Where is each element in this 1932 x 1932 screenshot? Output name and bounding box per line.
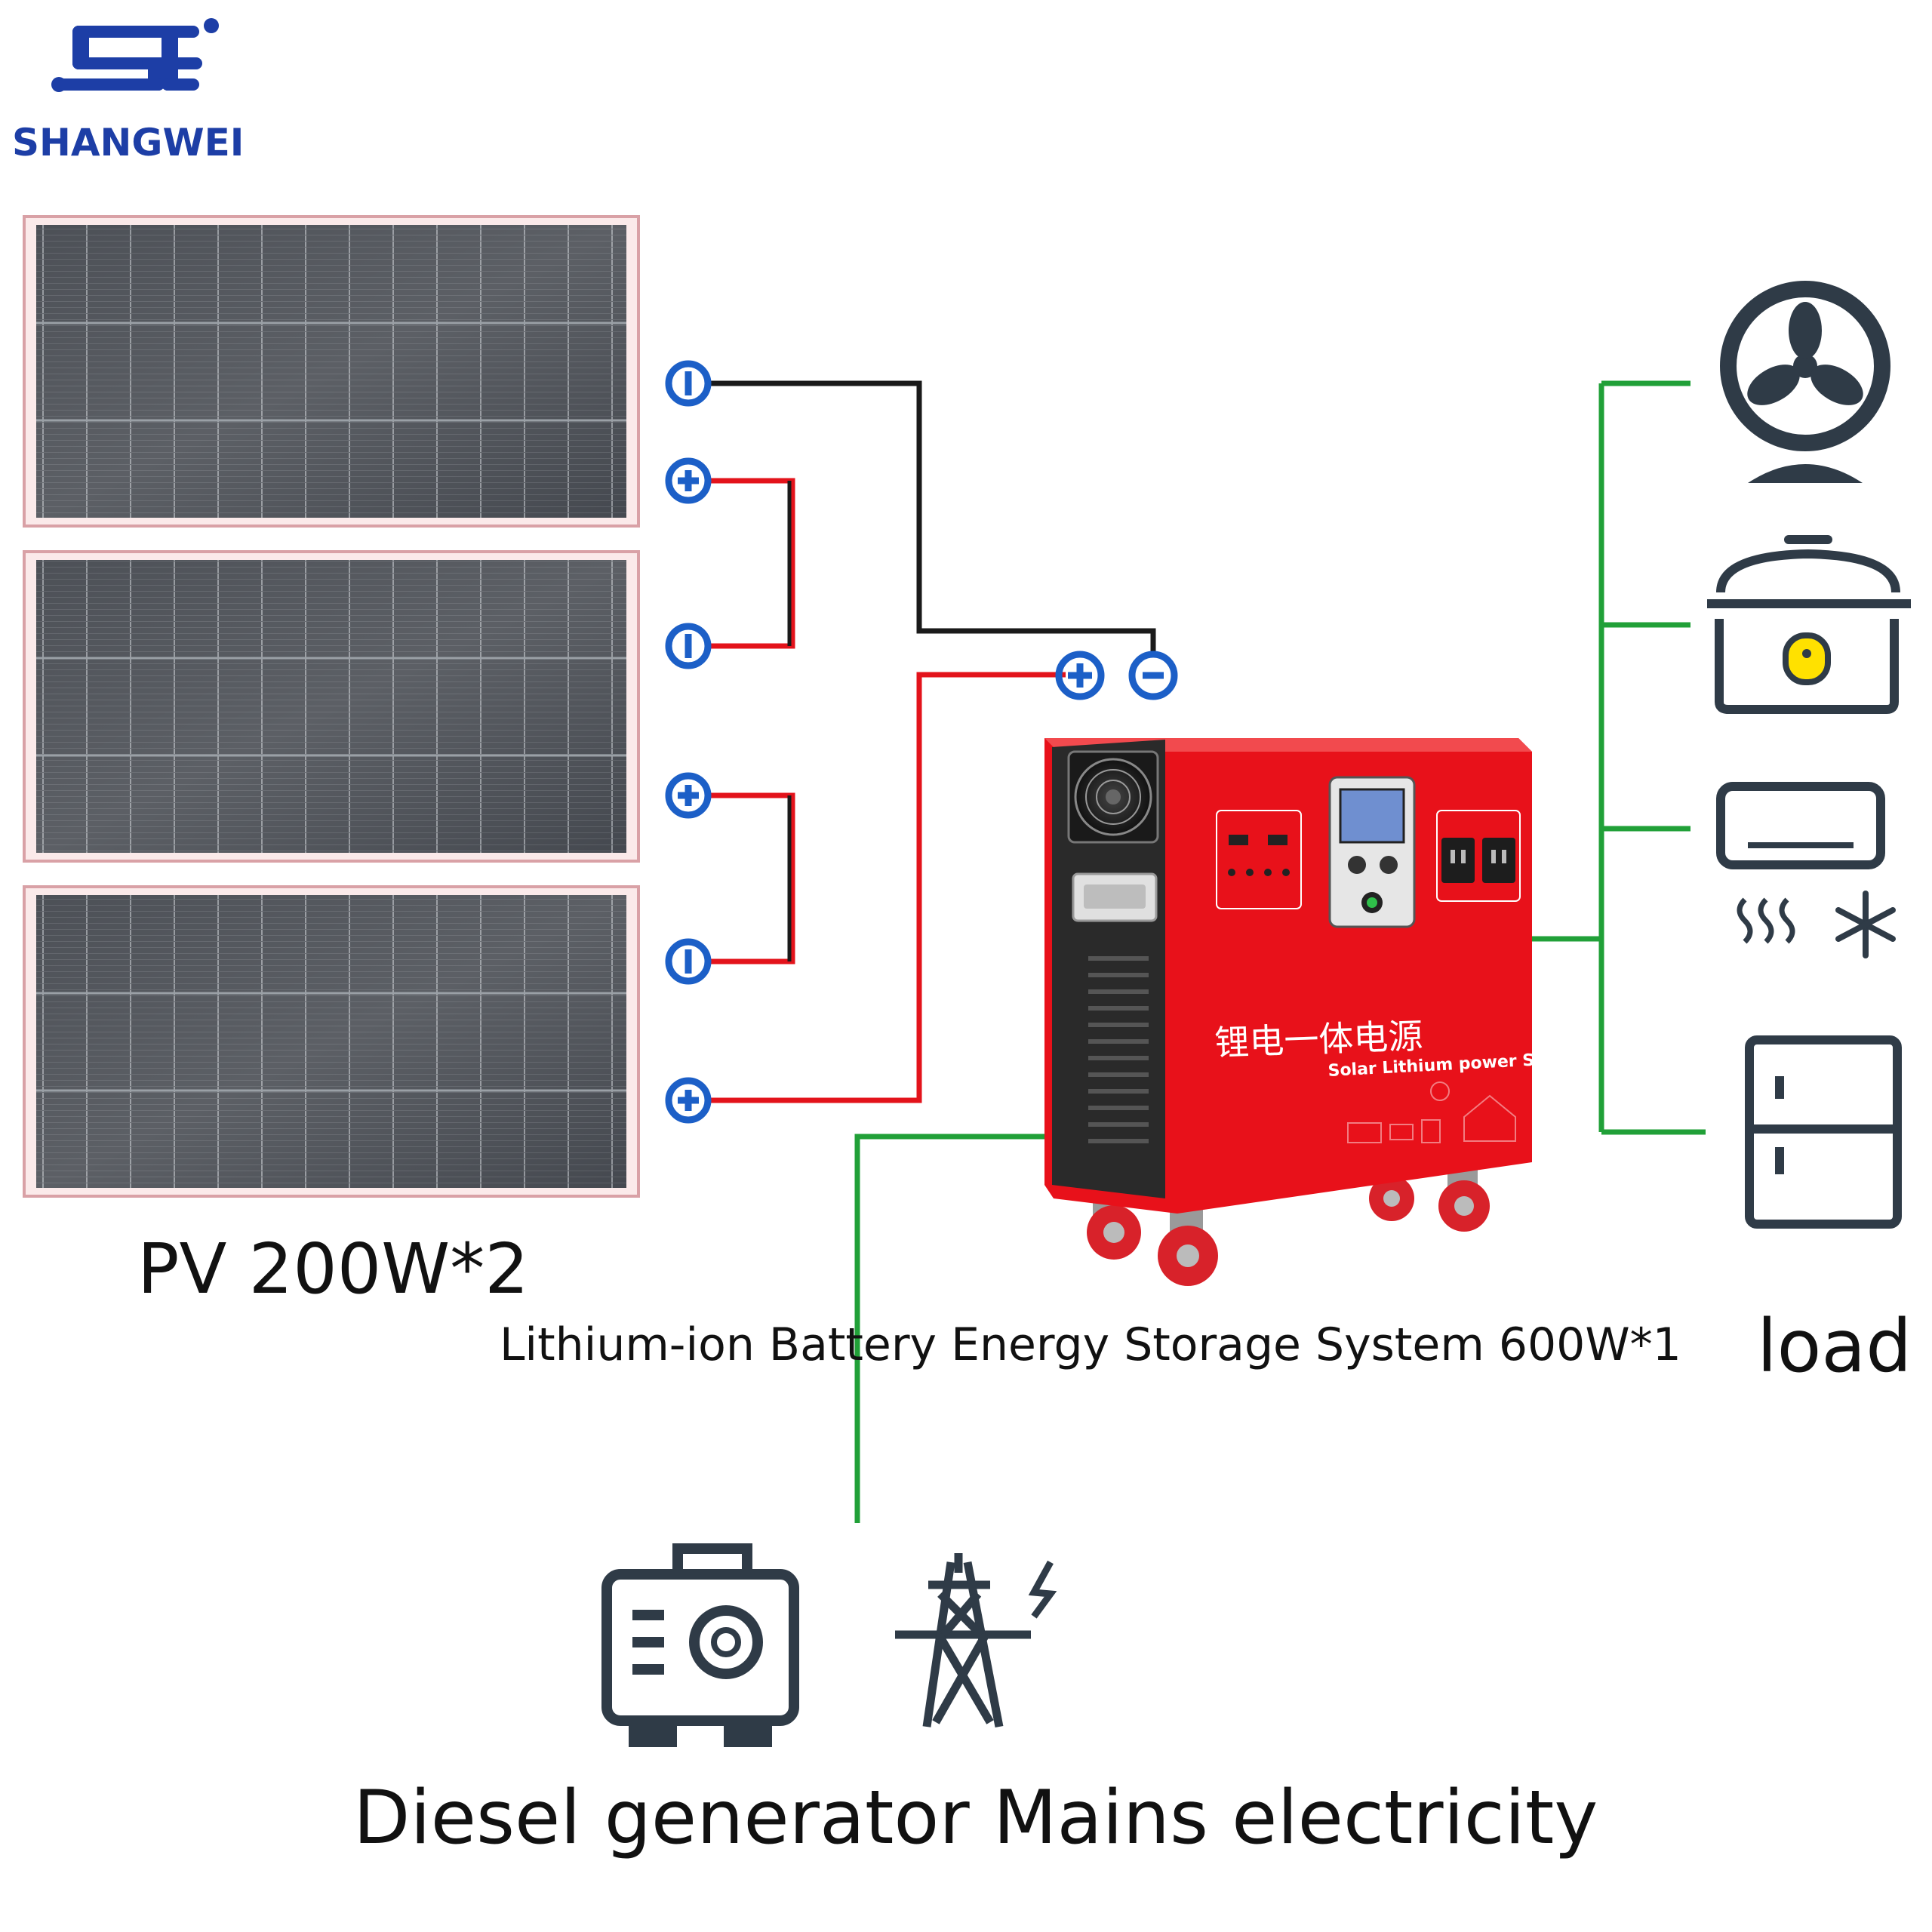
cooling-fan-icon [1067,750,1159,844]
unit-side-panel [1052,740,1165,1198]
negative-terminal-icon [665,938,712,985]
unit-decoration [1347,1081,1516,1143]
negative-terminal-icon [665,360,712,407]
diesel-generator-icon [601,1543,799,1747]
solar-panel [23,215,640,528]
solar-panel-array [23,215,640,1198]
power-tower-icon [895,1553,1057,1728]
refrigerator-icon [1745,1035,1902,1229]
solar-panel [23,885,640,1198]
solar-panel [23,550,640,863]
rice-cooker-icon [1707,535,1911,714]
unit-negative-terminal-icon [1128,651,1178,700]
storage-unit: 锂电一体电源 Solar Lithium power System [1044,738,1592,1286]
grid-input-wire [854,1134,1052,1523]
storage-system-label: Lithium-ion Battery Energy Storage Syste… [500,1318,1681,1371]
brand-name: SHANGWEI [12,121,244,165]
caster-wheel-icon [1369,1162,1414,1221]
dc-wiring [709,380,1156,1103]
mains-electricity-label: Mains electricity [993,1775,1598,1861]
brand-logo: SHANGWEI [12,18,244,165]
negative-wire [709,380,1156,655]
positive-wire [709,672,1066,1103]
positive-terminal-icon [665,1077,712,1124]
caster-wheel-icon [1158,1208,1218,1286]
lcd-display [1328,776,1416,928]
negative-terminal-icon [665,623,712,669]
terminals [665,360,1178,1124]
unit-positive-terminal-icon [1055,651,1105,700]
positive-wire [709,792,795,964]
brand-monogram-icon [51,18,219,92]
diesel-generator-label: Diesel generator [353,1775,970,1861]
positive-terminal-icon [665,772,712,819]
positive-terminal-icon [665,457,712,504]
fan-icon [1720,281,1890,483]
positive-wire [709,478,795,649]
unit-cn-title: 锂电一体电源 [1214,1015,1423,1063]
load-label: load [1757,1304,1912,1389]
ac-wiring [854,380,1706,1523]
pv-label: PV 200W*2 [137,1229,529,1309]
ac-outlet-panel [1436,810,1521,902]
air-conditioner-icon [1716,782,1896,958]
vent-grille [1088,956,1149,1143]
usb-dc-panel [1216,810,1302,909]
